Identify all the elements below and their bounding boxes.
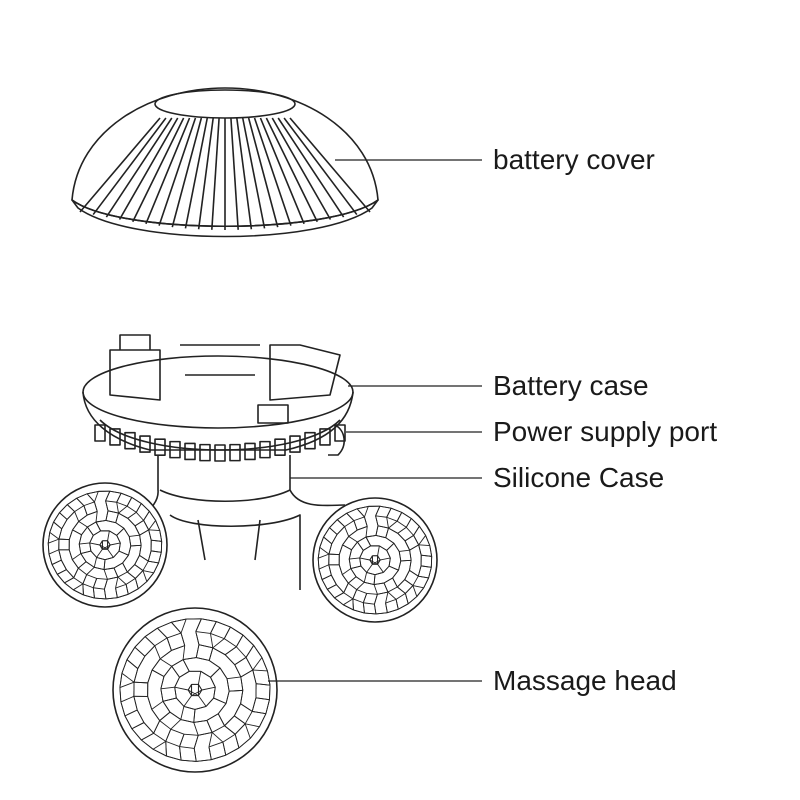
label-battery-case: Battery case — [493, 370, 649, 401]
label-silicone-case: Silicone Case — [493, 462, 665, 493]
label-power-supply-port: Power supply port — [493, 416, 718, 447]
battery-cover-drawing — [71, 87, 379, 238]
leader-lines — [268, 159, 482, 682]
massage-heads-drawing — [42, 482, 438, 773]
label-massage-head: Massage head — [493, 665, 677, 696]
label-battery-cover: battery cover — [493, 144, 655, 175]
battery-case-drawing — [82, 334, 354, 462]
